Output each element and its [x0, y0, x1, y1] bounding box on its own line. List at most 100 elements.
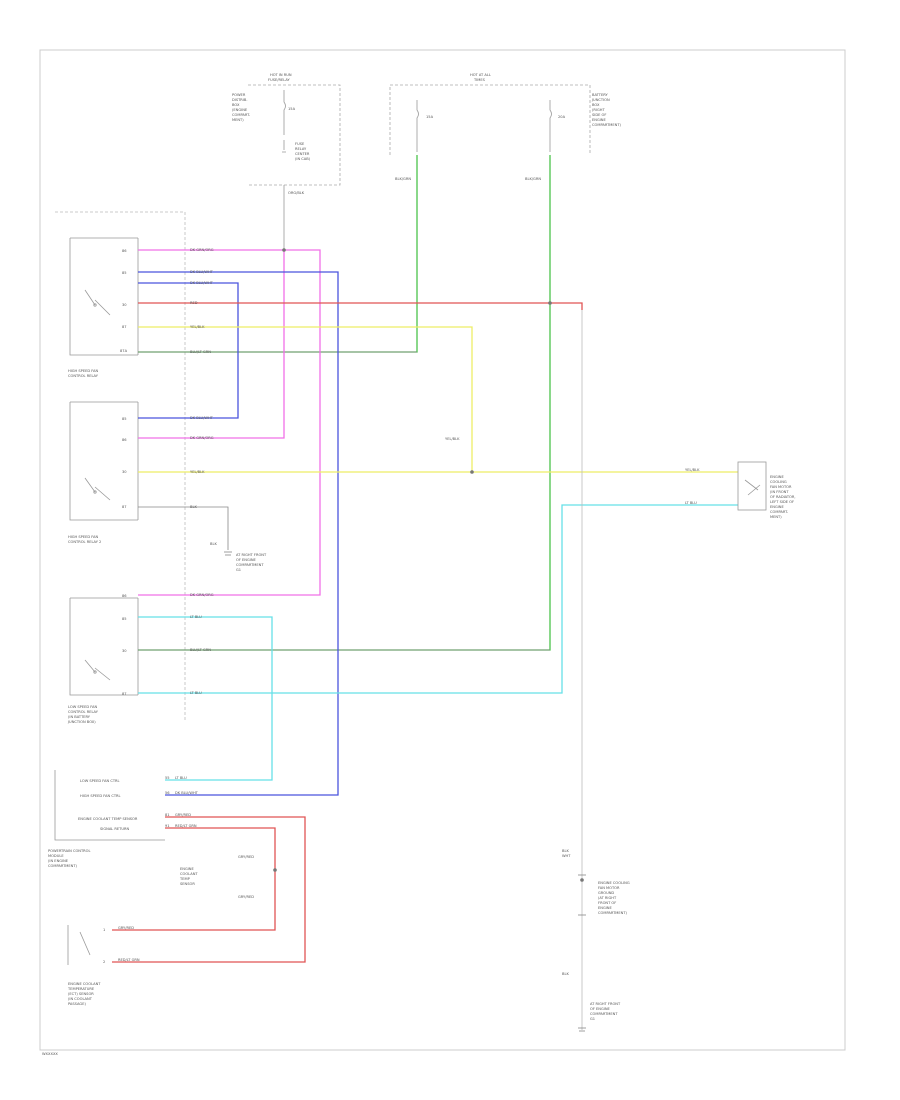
- fuse-left-relay-2: CENTER: [295, 152, 310, 156]
- ground-right-desc-5: ENGINE: [598, 906, 612, 910]
- ground-left-2: COMPARTMENT: [236, 563, 264, 567]
- ground-right-bottom-3: G1: [590, 1017, 595, 1021]
- fuse-left-sub: FUSE/RELAY: [268, 78, 290, 82]
- fuse-right-desc-6: COMPARTMENT): [592, 123, 622, 127]
- ground-right-desc-3: (AT RIGHT: [598, 896, 617, 900]
- relay3-name-1: CONTROL RELAY: [68, 710, 99, 714]
- pcm-pin-2: 81: [165, 813, 170, 817]
- wire-blue-b: [138, 282, 239, 419]
- fuse-box-hot-in-run: HOT IN RUN FUSE/RELAY POWER DISTRIB. BOX…: [232, 73, 341, 195]
- pcm-pin-3: 91: [165, 824, 170, 828]
- ect-name-0: ENGINE: [180, 867, 194, 871]
- ect-pin-wire-1: RED/LT GRN: [118, 958, 140, 962]
- fuse-left-desc-5: MENT): [232, 118, 244, 122]
- fuse-right-title: HOT AT ALL: [470, 73, 491, 77]
- wire-gray-ground-left: [138, 506, 229, 550]
- fuse-left-desc-1: DISTRIB.: [232, 98, 247, 102]
- wire-green-b: [138, 155, 551, 651]
- fan-motor-3: (IN FRONT: [770, 490, 789, 494]
- fan-motor-1: COOLING: [770, 480, 787, 484]
- pcm-name-1: MODULE: [48, 854, 64, 858]
- ect-name-3: SENSOR: [180, 882, 195, 886]
- fuse-right-sub: TIMES: [473, 78, 486, 82]
- ground-left-1: OF ENGINE: [236, 558, 257, 562]
- low-speed-fan-relay: [69, 597, 139, 696]
- relay3-name-0: LOW SPEED FAN: [68, 705, 97, 709]
- wire-yellow-a: [138, 326, 473, 472]
- yel-blk-mid: YEL/BLK: [445, 437, 460, 441]
- pcm-row-1: HIGH SPEED FAN CTRL: [80, 794, 121, 798]
- ect-splice-b: GRY/RED: [238, 895, 254, 899]
- high-speed-fan-relay-2: [69, 401, 139, 521]
- relay2-wire-0: DK BLU/WHT: [190, 416, 214, 420]
- fuse-right-desc-2: BOX: [592, 103, 600, 107]
- fuse-right-desc-5: ENGINE: [592, 118, 606, 122]
- relay1-name-0: HIGH SPEED FAN: [68, 369, 98, 373]
- relay3-pin-3: 87: [122, 692, 127, 696]
- pcm-wire-3: RED/LT GRN: [175, 824, 197, 828]
- pcm-name-0: POWERTRAIN CONTROL: [48, 849, 91, 853]
- fuse-left-relay-1: RELAY: [295, 147, 307, 151]
- wire-cyan-a: [138, 616, 273, 781]
- splice-points: [273, 248, 584, 882]
- fan-motor-8: MENT): [770, 515, 782, 519]
- ground-right-desc-4: FRONT OF: [598, 901, 616, 905]
- relay3-pin-2: 30: [122, 649, 127, 653]
- ground-left-symbol: [224, 551, 232, 556]
- relay-box-frame: [55, 211, 186, 720]
- fuse-right-desc-4: SIDE OF: [592, 113, 606, 117]
- ground-right-top-1: WHT: [562, 854, 571, 858]
- relay2-pin-0: 85: [122, 417, 127, 421]
- relay3-wire-2: BLU/LT GRN: [190, 648, 211, 652]
- fuse-right-fuse-b: 20A: [558, 115, 566, 119]
- fan-motor-0: ENGINE: [770, 475, 784, 479]
- pcm-wire-2: GRY/RED: [175, 813, 191, 817]
- ground-right-desc-6: COMPARTMENT): [598, 911, 628, 915]
- high-speed-fan-relay-1: [69, 237, 139, 356]
- pcm-row-3: SIGNAL RETURN: [100, 827, 130, 831]
- ect-sensor-name-3: (IN COOLANT: [68, 997, 93, 1001]
- fan-motor-5: LEFT SIDE OF: [770, 500, 794, 504]
- diagram-border: [39, 49, 846, 1051]
- relay3-wire-0: DK GRN/ORG: [190, 593, 214, 597]
- relay1-pin-4: 87A: [120, 349, 128, 353]
- ground-right-bottom-2: COMPARTMENT: [590, 1012, 618, 1016]
- fan-motor-4: OF RADIATOR,: [770, 495, 796, 499]
- pcm-pin-0: 55: [165, 776, 170, 780]
- ect-sensor-name-4: PASSAGE): [68, 1002, 86, 1006]
- fan-motor-2: FAN MOTOR: [770, 485, 792, 489]
- ground-left-3: G1: [236, 568, 241, 572]
- wire-green-a: [138, 155, 418, 353]
- relay2-name-0: HIGH SPEED FAN: [68, 535, 98, 539]
- relay3-name-3: JUNCTION BOX): [67, 720, 96, 724]
- fuse-right-wire-a: BLK/GRN: [395, 177, 411, 181]
- wire-cyan-b: [138, 504, 738, 694]
- ground-left-0: AT RIGHT FRONT: [236, 553, 267, 557]
- pcm-row-2: ENGINE COOLANT TEMP SENSOR: [78, 817, 138, 821]
- ground-left-wire: BLK: [210, 542, 217, 546]
- ground-right-bottom-1: OF ENGINE: [590, 1007, 611, 1011]
- relay1-pin-0: 86: [122, 249, 127, 253]
- ground-right-desc-1: FAN MOTOR: [598, 886, 620, 890]
- fuse-left-desc-4: COMPART-: [232, 113, 251, 117]
- ground-right-top-0: BLK: [562, 849, 569, 853]
- relay2-wire-3: BLK: [190, 505, 197, 509]
- relay1-pin-3: 87: [122, 325, 127, 329]
- wire-blue-a: [138, 271, 339, 796]
- pcm-row-0: LOW SPEED FAN CTRL: [80, 779, 120, 783]
- wire-red-a: [138, 302, 583, 310]
- relay3-pin-1: 85: [122, 617, 127, 621]
- fuse-left-wire: ORG/BLK: [288, 191, 305, 195]
- pcm-wire-1: DK BLU/WHT: [175, 791, 199, 795]
- ect-splice-a: GRY/RED: [238, 855, 254, 859]
- relay3-pin-0: 86: [122, 594, 127, 598]
- relay2-pin-2: 30: [122, 470, 127, 474]
- fuse-symbols: [282, 90, 552, 250]
- relay2-wire-1: DK GRN/ORG: [190, 436, 214, 440]
- relay1-name-1: CONTROL RELAY: [68, 374, 99, 378]
- ect-pin-wire-0: GRY/RED: [118, 926, 134, 930]
- relay2-pin-3: 87: [122, 505, 127, 509]
- pcm-pin-1: 56: [165, 791, 170, 795]
- fuse-left-title: HOT IN RUN: [270, 73, 292, 77]
- ground-right-symbols: [578, 874, 586, 1032]
